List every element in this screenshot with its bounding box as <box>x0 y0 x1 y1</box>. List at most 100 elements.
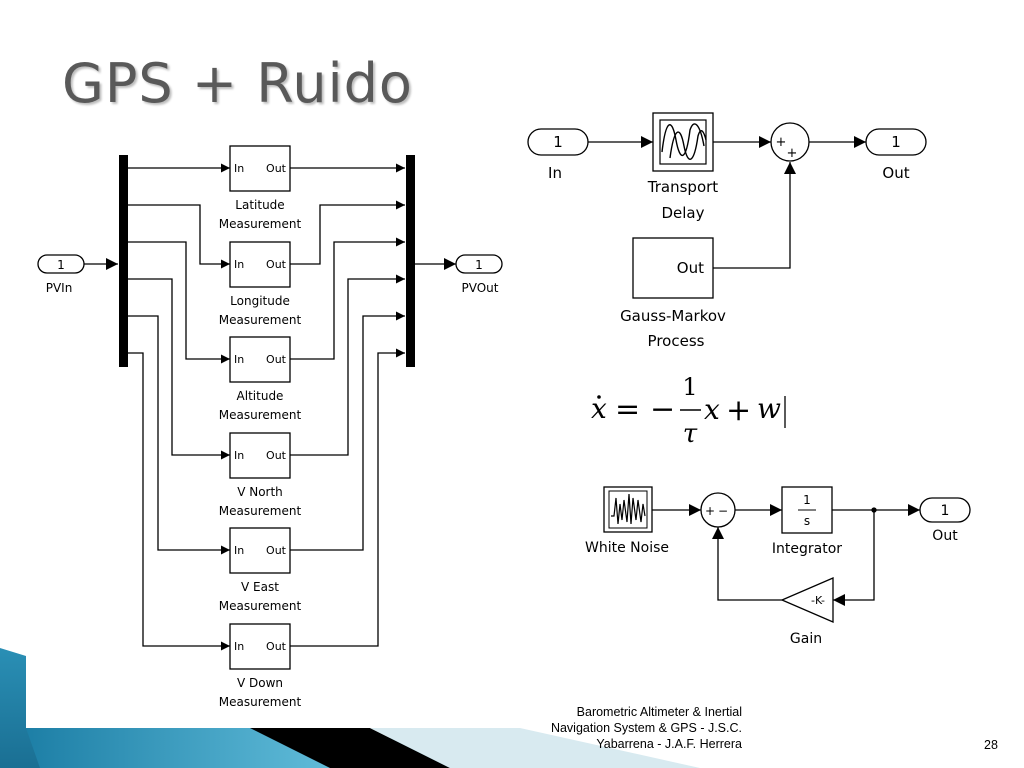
altitude-in-label: In <box>234 353 244 366</box>
pvout-port-number: 1 <box>475 258 483 272</box>
black-wedge-shape <box>250 728 450 768</box>
longitude-output-wire <box>290 200 405 265</box>
branch-to-gain-line <box>833 510 875 606</box>
latitude-caption-2: Measurement <box>219 217 302 231</box>
veast-caption-1: V East <box>241 580 279 594</box>
longitude-in-label: In <box>234 258 244 271</box>
gm-out-port[interactable] <box>919 497 971 523</box>
vdown-out-label: Out <box>266 640 287 653</box>
vnorth-output-wire <box>290 274 405 456</box>
altitude-output-wire <box>290 237 405 360</box>
integrator-denominator: s <box>804 514 810 528</box>
vdown-caption-1: V Down <box>237 676 283 690</box>
pvin-port-number: 1 <box>57 258 65 272</box>
gm-to-sum-line <box>713 162 796 269</box>
integrator-numerator: 1 <box>803 493 811 507</box>
transport-delay-label-2: Delay <box>661 204 704 222</box>
gain-to-sum-line <box>712 527 782 601</box>
gauss-markov-equation: x = − 1 τ x + w <box>591 373 786 449</box>
gm-out-label: Out <box>677 259 704 277</box>
altitude-block[interactable] <box>229 336 291 383</box>
white-noise-icon <box>611 493 646 525</box>
measurement-subsystem-diagram <box>527 112 927 299</box>
pvout-port[interactable] <box>455 254 503 274</box>
transport-delay-icon <box>661 123 705 156</box>
latitude-block[interactable] <box>229 145 291 192</box>
vdown-output-wire <box>290 348 405 647</box>
equation-lhs: x <box>591 392 607 425</box>
sum-plus-b: + <box>787 146 798 161</box>
gm-out-number: 1 <box>941 503 950 519</box>
equation-minus: − <box>650 392 675 427</box>
transport-delay-icon-shift <box>669 130 707 160</box>
footer-line-3: Yabarrena - J.A.F. Herrera <box>596 737 742 751</box>
latitude-caption-1: Latitude <box>235 198 284 212</box>
equation-dot <box>597 395 601 399</box>
altitude-caption-1: Altitude <box>237 389 284 403</box>
longitude-input-wire <box>128 204 230 269</box>
vnorth-block[interactable] <box>229 432 291 479</box>
measurement-in-label: In <box>548 164 562 182</box>
longitude-block[interactable] <box>229 241 291 288</box>
latitude-out-label: Out <box>266 162 287 175</box>
slide-footer: Barometric Altimeter & Inertial Navigati… <box>500 704 742 752</box>
equation-numerator: 1 <box>682 373 697 401</box>
gps-measurement-diagram <box>37 145 503 670</box>
gauss-markov-diagram-labels: White Noise + − 1 s Integrator 1 Out -K-… <box>585 493 958 647</box>
vnorth-input-wire <box>128 278 230 460</box>
gm-label-1: Gauss-Markov <box>620 307 726 325</box>
vdown-caption-2: Measurement <box>219 695 302 709</box>
vdown-in-label: In <box>234 640 244 653</box>
veast-input-wire <box>128 315 230 555</box>
veast-out-label: Out <box>266 544 287 557</box>
altitude-input-wire <box>128 241 230 364</box>
footer-line-1: Barometric Altimeter & Inertial <box>576 705 742 719</box>
equation-denominator: τ <box>683 419 698 449</box>
latitude-in-label: In <box>234 162 244 175</box>
measurement-subsystem-labels: 1 In Transport Delay + + 1 Out Out Gauss… <box>548 133 910 350</box>
equation-w: w <box>757 392 781 425</box>
white-noise-label: White Noise <box>585 540 669 556</box>
vnorth-caption-2: Measurement <box>219 504 302 518</box>
measurement-out-number: 1 <box>891 133 901 151</box>
measurement-in-number: 1 <box>553 133 563 151</box>
gm-sum-plus: + <box>705 504 715 518</box>
integrator-label: Integrator <box>772 541 842 557</box>
gain-label: Gain <box>790 631 822 647</box>
longitude-caption-1: Longitude <box>230 294 290 308</box>
altitude-caption-2: Measurement <box>219 408 302 422</box>
veast-block[interactable] <box>229 527 291 574</box>
gauss-markov-diagram <box>603 486 971 623</box>
equation-plus: + <box>726 393 751 428</box>
light-band-shape <box>370 728 700 768</box>
vnorth-in-label: In <box>234 449 244 462</box>
gm-sum-minus: − <box>718 504 728 518</box>
measurement-out-label: Out <box>882 164 909 182</box>
vdown-block[interactable] <box>229 623 291 670</box>
demux-bar[interactable] <box>119 155 128 367</box>
equation-x: x <box>704 393 720 426</box>
vdown-input-wire <box>128 352 230 651</box>
longitude-out-label: Out <box>266 258 287 271</box>
longitude-caption-2: Measurement <box>219 313 302 327</box>
equation-equals: = <box>615 392 640 427</box>
pvout-label: PVOut <box>462 281 499 295</box>
slide-title: GPS + Ruido <box>62 52 413 115</box>
mux-bar[interactable] <box>406 155 415 367</box>
measurement-out-port[interactable] <box>865 128 927 156</box>
gm-out-label-text: Out <box>932 528 958 544</box>
vnorth-caption-1: V North <box>237 485 283 499</box>
gain-value: -K- <box>811 594 825 607</box>
gm-label-2: Process <box>648 332 705 350</box>
vnorth-out-label: Out <box>266 449 287 462</box>
pvin-label: PVIn <box>46 281 73 295</box>
footer-line-2: Navigation System & GPS - J.S.C. <box>550 721 742 735</box>
veast-output-wire <box>290 311 405 551</box>
veast-in-label: In <box>234 544 244 557</box>
gps-diagram-labels: 1 PVIn 1 PVOut In Out In Out In Out In O… <box>46 162 499 709</box>
gauss-markov-block[interactable] <box>632 237 714 299</box>
sum-plus-a: + <box>776 135 787 150</box>
gain-block[interactable] <box>780 577 834 623</box>
